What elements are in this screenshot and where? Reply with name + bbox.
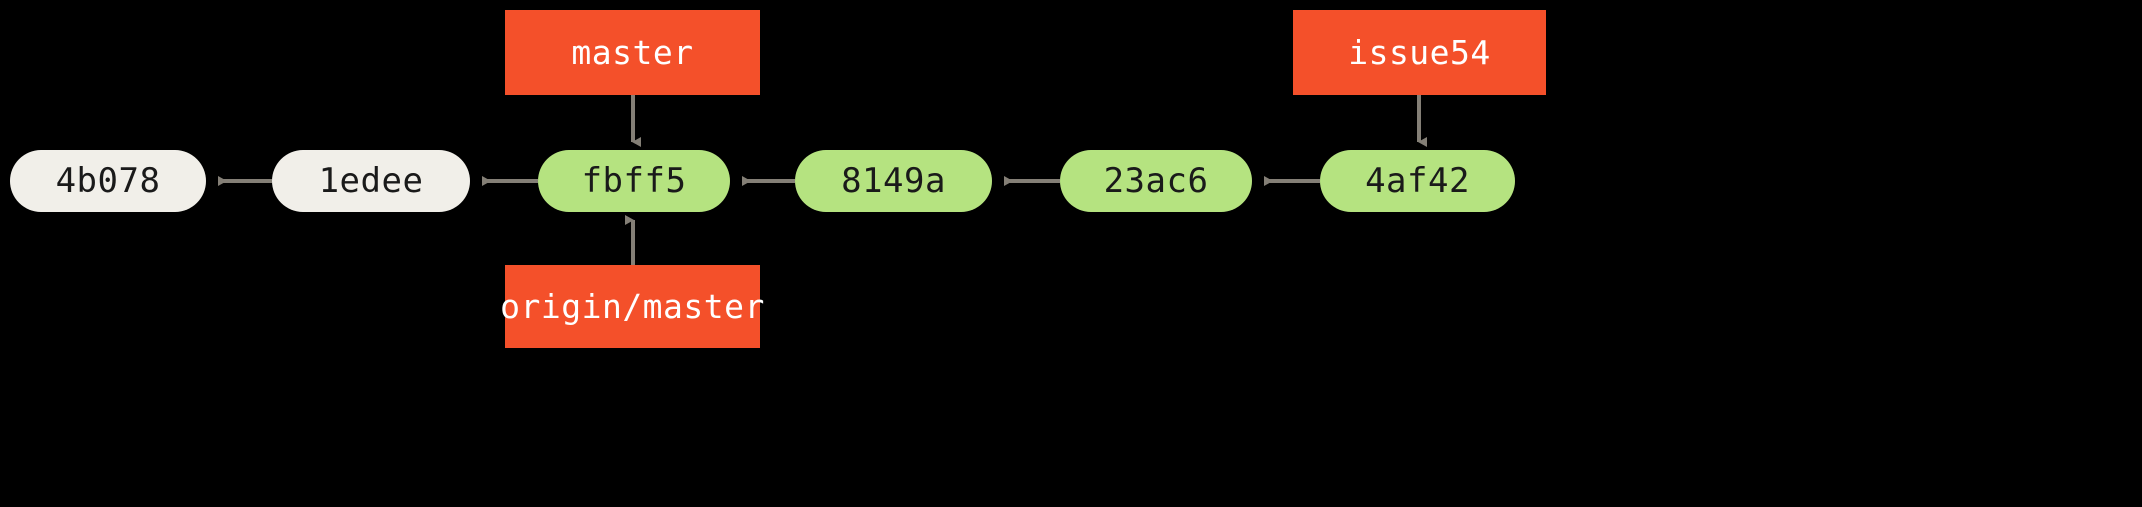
branch-label-text: master	[571, 33, 694, 72]
branch-label-text: issue54	[1348, 33, 1491, 72]
commit-node-label: 4b078	[55, 161, 161, 201]
commit-node-8149a[interactable]: 8149a	[795, 150, 992, 212]
commit-node-fbff5[interactable]: fbff5	[538, 150, 730, 212]
branch-label-text: origin/master	[500, 287, 765, 326]
commit-node-label: 4af42	[1365, 161, 1470, 201]
commit-node-1edee[interactable]: 1edee	[272, 150, 470, 212]
commit-node-label: fbff5	[581, 161, 687, 201]
commit-node-label: 23ac6	[1103, 161, 1209, 201]
commit-node-label: 1edee	[318, 161, 424, 201]
branch-label-origin-master[interactable]: origin/master	[500, 265, 764, 348]
branch-label-master[interactable]: master	[505, 10, 760, 95]
commit-node-4af42[interactable]: 4af42	[1320, 150, 1515, 212]
commit-node-4b078[interactable]: 4b078	[10, 150, 206, 212]
branch-label-issue54[interactable]: issue54	[1293, 10, 1546, 95]
commit-node-23ac6[interactable]: 23ac6	[1060, 150, 1252, 212]
commit-node-label: 8149a	[841, 161, 946, 201]
